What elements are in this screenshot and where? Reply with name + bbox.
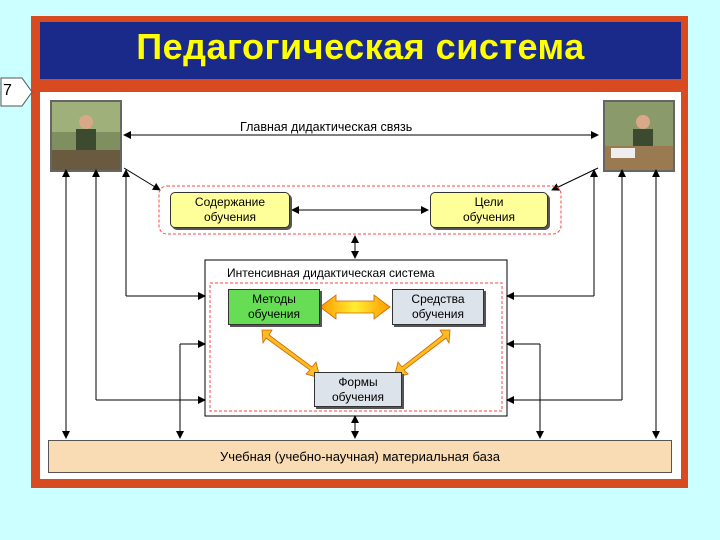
- slide-number-arrow-icon: [0, 77, 33, 107]
- content-box-line1: Содержание: [194, 195, 266, 209]
- material-base-label: Учебная (учебно-научная) материальная ба…: [220, 449, 500, 464]
- goals-box: Цели обучения: [430, 192, 548, 228]
- means-box: Средства обучения: [392, 289, 484, 325]
- means-box-line2: обучения: [411, 307, 465, 321]
- methods-box: Методы обучения: [228, 289, 320, 325]
- forms-box-line1: Формы: [338, 374, 378, 389]
- diagram-panel: [40, 92, 681, 479]
- goals-box-line1: Цели: [474, 195, 504, 209]
- forms-box-line2: обучения: [331, 389, 385, 404]
- methods-box-line1: Методы: [252, 292, 296, 306]
- slide-number: 7: [3, 82, 12, 99]
- means-box-line1: Средства: [411, 292, 465, 306]
- title-bar: [40, 22, 681, 79]
- student-photo: [603, 100, 675, 172]
- intensive-system-label: Интенсивная дидактическая система: [227, 266, 435, 280]
- methods-box-line2: обучения: [247, 307, 301, 321]
- content-box-line2: обучения: [203, 210, 257, 224]
- goals-box-line2: обучения: [462, 210, 516, 224]
- material-base: Учебная (учебно-научная) материальная ба…: [48, 440, 672, 473]
- slide-title: Педагогическая система: [136, 26, 585, 67]
- main-link-label: Главная дидактическая связь: [240, 120, 413, 134]
- teacher-photo: [50, 100, 122, 172]
- content-box: Содержание обучения: [170, 192, 290, 228]
- forms-box: Формы обучения: [314, 372, 402, 407]
